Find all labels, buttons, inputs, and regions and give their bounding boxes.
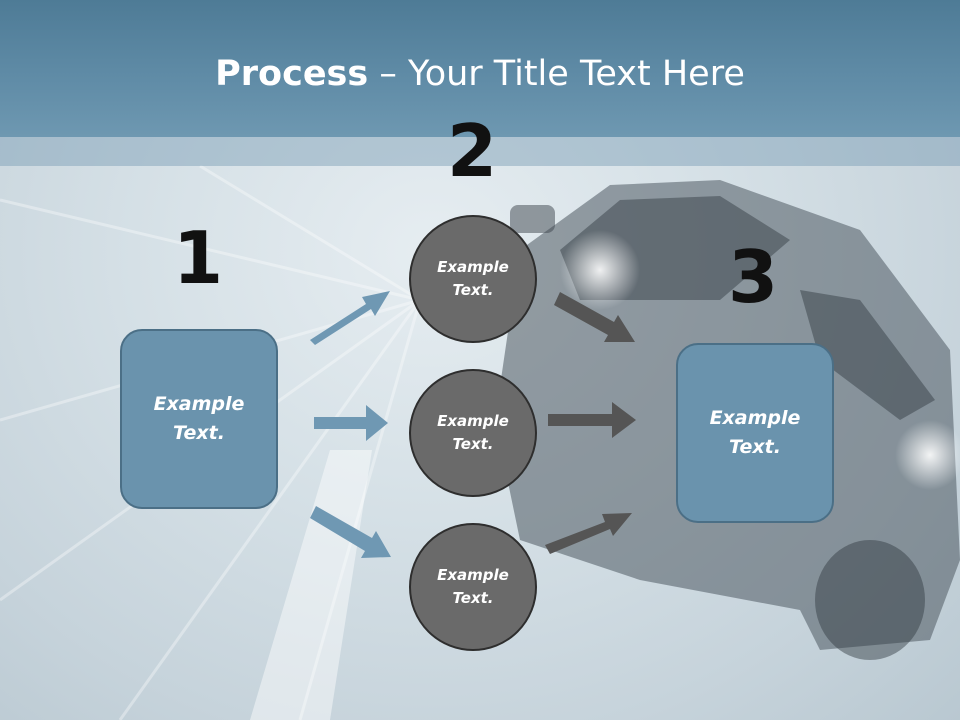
slide-title-bold: Process (215, 54, 369, 94)
slide-title-rest: – Your Title Text Here (368, 54, 745, 94)
circle-middle-text-line2: Text. (452, 435, 494, 453)
slide-title: Process – Your Title Text Here (0, 50, 960, 98)
title-bar-band (0, 137, 960, 166)
step-2-circle-top[interactable]: Example Text. (409, 215, 537, 343)
step-1-text-line1: Example (153, 393, 245, 415)
blue-arrow-up (310, 291, 390, 345)
step-3-box[interactable]: Example Text. (676, 343, 834, 523)
step-number-1: 1 (172, 216, 224, 300)
step-number-2: 2 (446, 109, 498, 193)
step-1-text-line2: Text. (173, 422, 225, 444)
circle-bottom-text-line2: Text. (452, 589, 494, 607)
title-bar (0, 0, 960, 137)
gray-arrow-down (554, 292, 635, 342)
blue-arrow-down (310, 506, 391, 558)
circle-bottom-text-line1: Example (437, 566, 509, 584)
step-1-box[interactable]: Example Text. (120, 329, 278, 509)
step-number-3: 3 (727, 235, 779, 319)
blue-arrow-right (314, 405, 388, 441)
circle-top-text-line1: Example (437, 258, 509, 276)
step-3-text-line2: Text. (729, 436, 781, 458)
gray-arrow-right (548, 402, 636, 438)
circle-middle-text-line1: Example (437, 412, 509, 430)
circle-top-text-line2: Text. (452, 281, 494, 299)
step-2-circle-middle[interactable]: Example Text. (409, 369, 537, 497)
step-2-circle-bottom[interactable]: Example Text. (409, 523, 537, 651)
gray-arrow-up (545, 513, 632, 554)
step-3-text-line1: Example (709, 407, 801, 429)
